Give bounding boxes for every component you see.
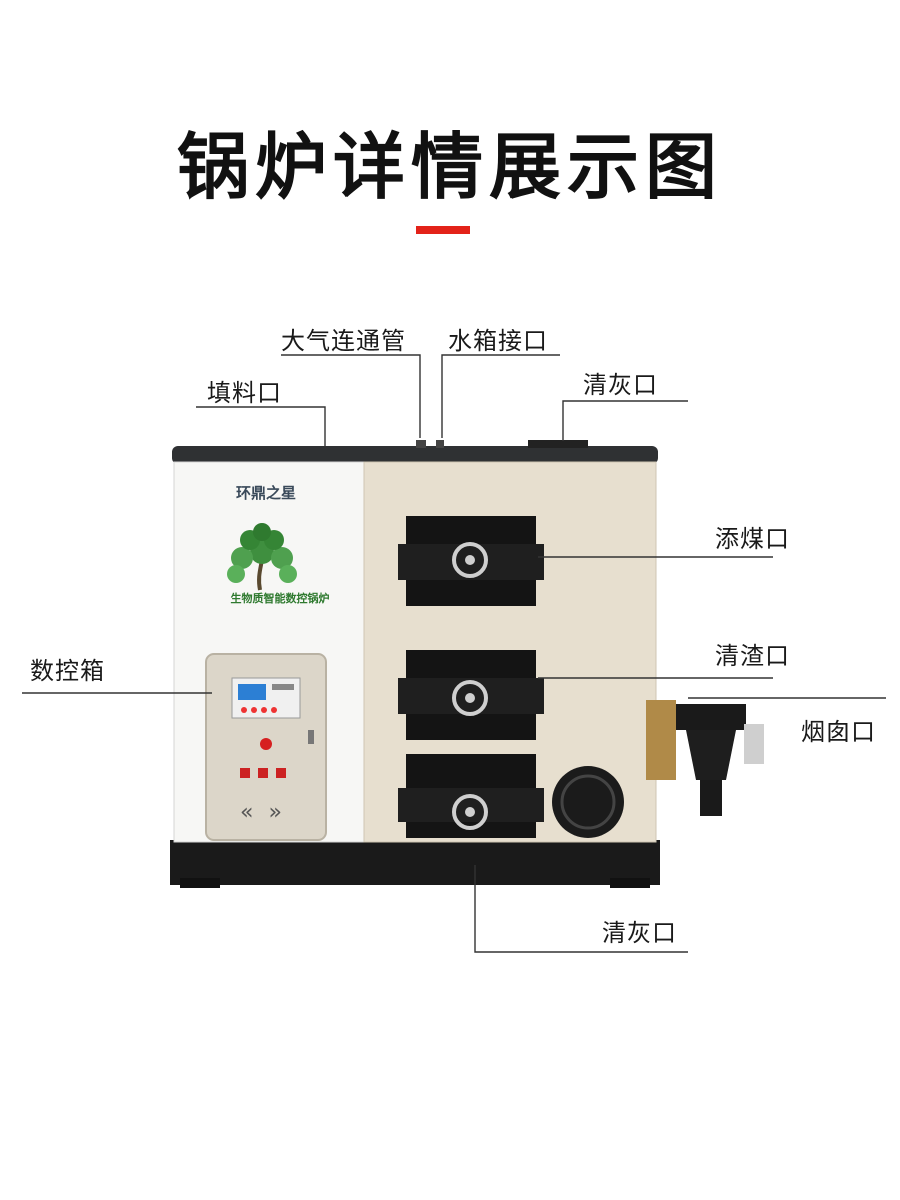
label-ash-top: 清灰口 [583,371,658,399]
label-slag-port: 清渣口 [715,642,790,670]
label-coal-port: 添煤口 [715,525,790,553]
coal-door [398,516,544,606]
label-ash-bottom: 清灰口 [602,919,677,947]
ash-door [398,754,544,838]
chevron-icon: « » [240,800,286,825]
label-water-port: 水箱接口 [448,327,548,355]
page-title: 锅炉详情展示图 [176,125,723,209]
label-chimney: 烟囱口 [801,718,876,746]
slag-door [398,650,544,740]
label-atmos-pipe: 大气连通管 [281,327,406,355]
chimney-icon [646,700,764,816]
label-control-box: 数控箱 [30,657,105,685]
boiler-illustration [170,440,660,888]
label-fill-port: 填料口 [207,379,282,407]
boiler-slogan-text: 生物质智能数控锅炉 [230,592,330,605]
tree-logo-icon [227,523,297,591]
title-accent-bar [416,226,470,234]
boiler-brand-text: 环鼎之星 [235,484,296,502]
